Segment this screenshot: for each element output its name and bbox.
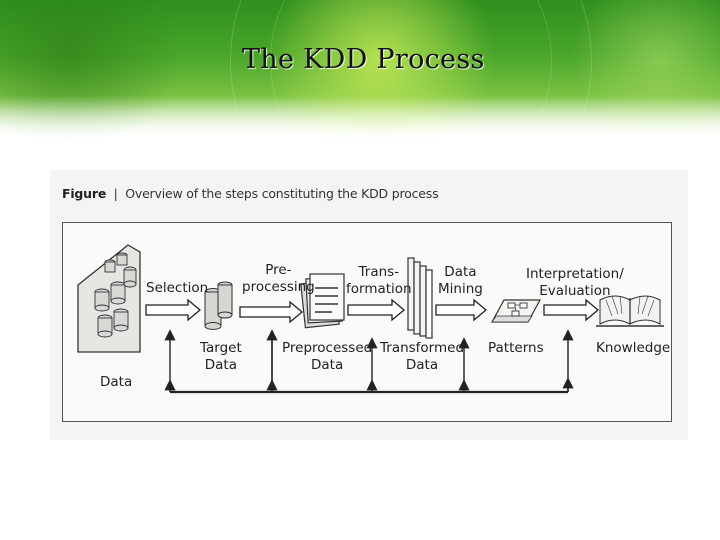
step-label-transformation: Trans- formation bbox=[346, 264, 412, 297]
artifact-label-knowledge: Knowledge bbox=[596, 340, 671, 356]
feedback-loop bbox=[164, 329, 574, 394]
knowledge-book-icon bbox=[596, 295, 664, 327]
figure-caption-text: Overview of the steps constituting the K… bbox=[125, 186, 439, 201]
transformed-data-icon bbox=[407, 257, 433, 339]
step-arrows bbox=[145, 298, 600, 324]
artifact-label-preprocessed-data: Preprocessed Data bbox=[282, 340, 373, 373]
data-database-icon bbox=[77, 244, 141, 353]
step-label-data-mining: Data Mining bbox=[438, 264, 483, 297]
figure-caption: Figure | Overview of the steps constitut… bbox=[62, 186, 439, 201]
step-label-selection: Selection bbox=[146, 280, 209, 296]
artifact-label-target-data: Target Data bbox=[200, 340, 242, 373]
preprocessed-data-icon bbox=[300, 273, 345, 329]
artifact-label-transformed-data: Transformed Data bbox=[380, 340, 465, 373]
patterns-icon bbox=[490, 299, 542, 323]
title-banner bbox=[0, 0, 720, 140]
caption-separator: | bbox=[106, 186, 126, 201]
figure-caption-prefix: Figure bbox=[62, 186, 107, 201]
artifact-label-data: Data bbox=[100, 374, 133, 390]
banner-globe-ring-inner bbox=[270, 0, 552, 140]
banner-fade bbox=[0, 95, 720, 140]
artifact-label-patterns: Patterns bbox=[488, 340, 544, 356]
slide-title: The KDD Process bbox=[242, 44, 485, 75]
step-label-preprocessing: Pre- processing bbox=[242, 262, 315, 295]
step-label-interpretation: Interpretation/ Evaluation bbox=[526, 266, 624, 299]
target-data-icon bbox=[204, 281, 233, 330]
banner-globe-ring bbox=[230, 0, 592, 140]
